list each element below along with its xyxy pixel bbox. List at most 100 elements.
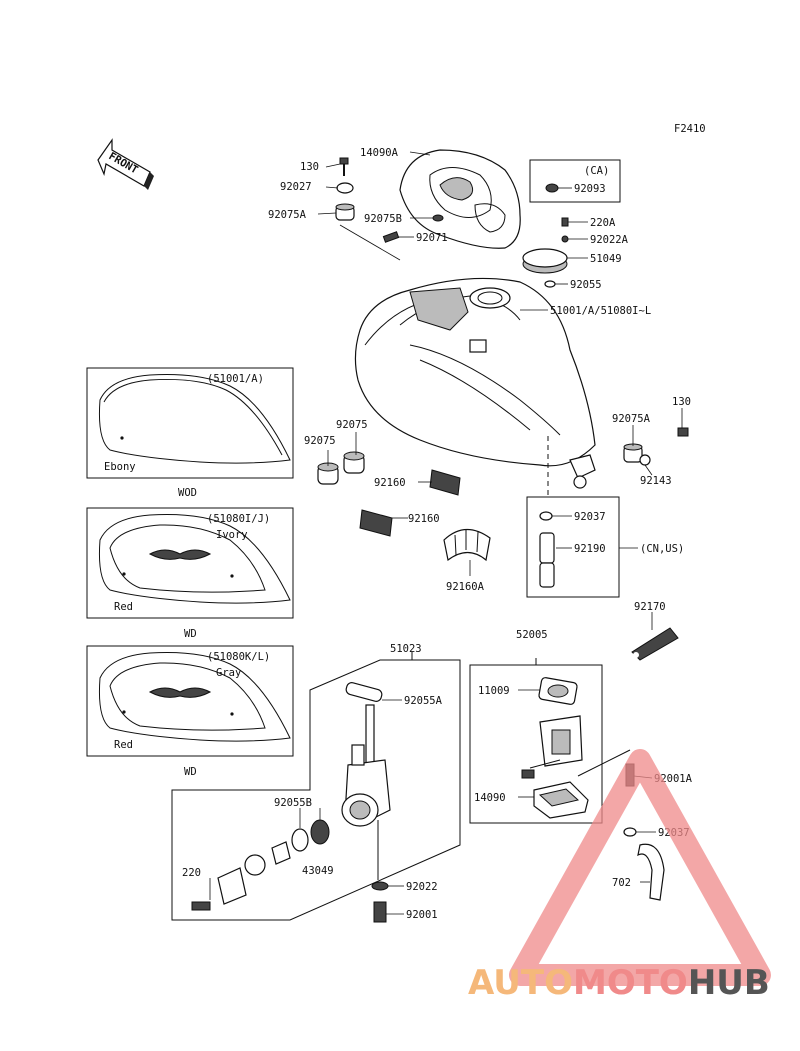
callout-92071: 92071 — [416, 232, 448, 244]
grommet-92075a-right — [623, 443, 643, 463]
callout-ca: (CA) — [584, 165, 609, 177]
washer-92075b — [432, 214, 444, 222]
variant-3-color-top: Gray — [216, 667, 241, 679]
callout-51023: 51023 — [390, 643, 422, 655]
washer-92022 — [371, 881, 389, 891]
variant-panel-1 — [86, 367, 294, 479]
callout-130-top: 130 — [300, 161, 319, 173]
callout-92170: 92170 — [634, 601, 666, 613]
variant-2-color-bottom: Red — [114, 601, 133, 613]
fuel-cock-51023 — [341, 704, 391, 827]
ca-box — [529, 159, 621, 203]
plate-fuel-cock — [217, 867, 247, 905]
variant-1-color-bottom: Ebony — [104, 461, 136, 473]
oring-92055b — [291, 828, 309, 852]
variant-1-caption: WOD — [178, 487, 197, 499]
damper-92160-1 — [429, 469, 461, 496]
variant-3-caption: WD — [184, 766, 197, 778]
callout-51049: 51049 — [590, 253, 622, 265]
callout-92190: 92190 — [574, 543, 606, 555]
callout-220: 220 — [182, 867, 201, 879]
callout-92055a: 92055A — [404, 695, 443, 707]
collar-92143 — [639, 454, 651, 466]
spring-fuel-cock — [244, 854, 266, 876]
variant-3-color-bottom: Red — [114, 739, 133, 751]
grommet-92075a-top — [335, 203, 355, 221]
callout-52005: 52005 — [516, 629, 548, 641]
callout-92055: 92055 — [570, 279, 602, 291]
screw-220 — [191, 901, 211, 911]
callout-92075-2: 92075 — [336, 419, 368, 431]
connector-pump — [521, 769, 535, 779]
callout-cn-us: (CN,US) — [640, 543, 684, 555]
callout-702: 702 — [612, 877, 631, 889]
callout-14090a: 14090A — [360, 147, 399, 159]
callout-11009: 11009 — [478, 685, 510, 697]
callout-92022: 92022 — [406, 881, 438, 893]
hose-702 — [637, 843, 665, 901]
callout-92075-1: 92075 — [304, 435, 336, 447]
fuel-cock-frame — [171, 659, 461, 921]
leader-lines — [209, 151, 683, 915]
callout-51001: 51001/A/51080I~L — [550, 305, 651, 317]
callout-92037-1: 92037 — [574, 511, 606, 523]
cn-us-box — [526, 496, 620, 598]
callout-92075a-top: 92075A — [268, 209, 307, 221]
grommet-92075-1 — [317, 462, 339, 485]
variant-2-color-top: Ivory — [216, 529, 248, 541]
collar-92027 — [336, 182, 354, 194]
variant-panel-2 — [86, 507, 294, 619]
figure-code: F2410 — [674, 123, 706, 135]
callout-220a: 220A — [590, 217, 616, 229]
lever-fuel-cock — [271, 841, 291, 865]
watermark-part1: AUTO — [468, 963, 573, 1003]
bracket-14090 — [533, 781, 589, 819]
watermark-triangle-icon — [509, 749, 771, 986]
watermark-part2: MOTO — [573, 963, 688, 1003]
damper-92160a — [443, 528, 491, 562]
grommet-92075-2 — [343, 451, 365, 474]
clamp-92037-1 — [539, 511, 553, 521]
callout-92075a-right: 92075A — [612, 413, 651, 425]
hose-92190-a — [539, 532, 555, 564]
strap-92170 — [631, 627, 679, 661]
variant-1-code: (51001/A) — [207, 373, 264, 385]
dash-panel-14090a — [399, 149, 521, 249]
callout-labels: 130 14090A 92027 92075A 92075B 92071 (CA… — [182, 147, 693, 921]
callout-130-right: 130 — [672, 396, 691, 408]
pump-unit — [529, 715, 583, 769]
callout-92093: 92093 — [574, 183, 606, 195]
watermark-part3: HUB — [688, 963, 770, 1003]
front-arrow-icon — [97, 138, 154, 190]
nut-92093 — [545, 183, 559, 193]
clamp-92037-2 — [623, 827, 637, 837]
callout-92160-1: 92160 — [374, 477, 406, 489]
callout-92160a: 92160A — [446, 581, 485, 593]
hose-92190-b — [539, 562, 555, 588]
cap-51049 — [522, 248, 568, 274]
callout-92055b: 92055B — [274, 797, 312, 809]
callout-92143: 92143 — [640, 475, 672, 487]
callout-43049: 43049 — [302, 865, 334, 877]
variant-panel-3 — [86, 645, 294, 757]
gasket-11009 — [538, 677, 578, 705]
screw-220a — [561, 217, 569, 227]
callout-92022a: 92022A — [590, 234, 629, 246]
bolt-92001 — [373, 901, 387, 923]
variant-2-code: (51080I/J) — [207, 513, 270, 525]
fuel-tank-51001 — [354, 277, 596, 489]
bolt-130-right — [677, 427, 689, 437]
gasket-92055a — [345, 682, 383, 702]
variant-3-code: (51080K/L) — [207, 651, 270, 663]
variant-2-caption: WD — [184, 628, 197, 640]
watermark-logo: AUTOMOTOHUB — [468, 963, 770, 1003]
callout-92001: 92001 — [406, 909, 438, 921]
callout-14090: 14090 — [474, 792, 506, 804]
strainer-43049 — [310, 819, 330, 845]
callout-92160-2: 92160 — [408, 513, 440, 525]
damper-92160-2 — [359, 509, 393, 537]
gasket-92055 — [544, 280, 556, 288]
callout-92027: 92027 — [280, 181, 312, 193]
